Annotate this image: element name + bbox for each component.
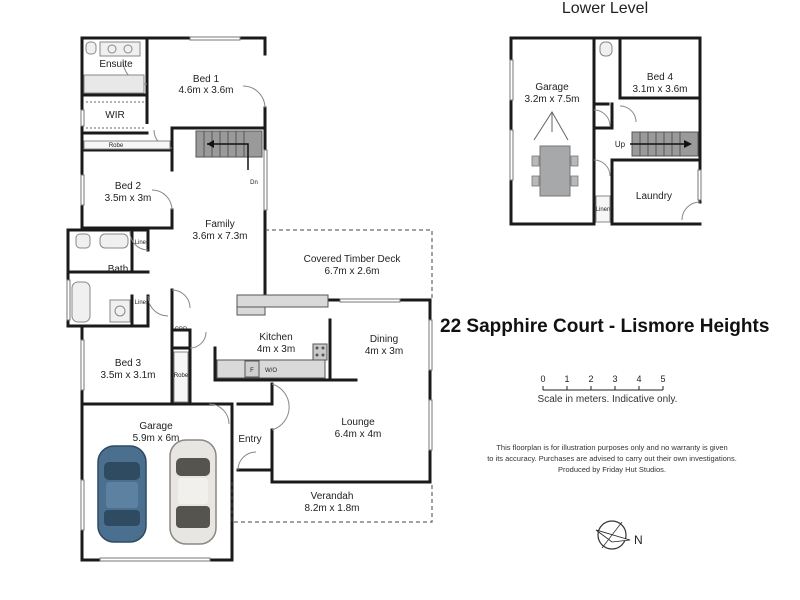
room-dims-family: 3.6m x 7.3m bbox=[192, 231, 247, 242]
scale-tick: 3 bbox=[612, 374, 617, 384]
appliance-fridge: F bbox=[250, 368, 254, 374]
car-white-icon bbox=[169, 439, 217, 545]
lower-windows bbox=[509, 59, 702, 201]
room-label-ensuite: Ensuite bbox=[99, 59, 133, 70]
room-label-kitchen: Kitchen bbox=[259, 332, 292, 343]
room-label-wir: WIR bbox=[105, 110, 124, 121]
room-label-bed2: Bed 2 bbox=[115, 181, 142, 192]
scale-bar: 0 1 2 3 4 5 bbox=[540, 374, 666, 391]
room-label-bed1: Bed 1 bbox=[193, 74, 220, 85]
property-title: 22 Sapphire Court - Lismore Heights bbox=[440, 316, 770, 337]
room-label-linen-lower: Linen bbox=[135, 300, 150, 306]
room-dims-garage: 5.9m x 6m bbox=[133, 433, 180, 444]
scale-tick: 2 bbox=[588, 374, 593, 384]
room-label-entry: Entry bbox=[238, 434, 261, 445]
bath-fixtures bbox=[71, 233, 131, 323]
wir-rails bbox=[86, 101, 144, 129]
room-label-garage: Garage bbox=[139, 421, 173, 432]
room-dims-lounge: 6.4m x 4m bbox=[335, 429, 382, 440]
room-label-bath: Bath bbox=[108, 264, 129, 275]
outdoor-areas-outline bbox=[231, 229, 433, 523]
scale-caption: Scale in meters. Indicative only. bbox=[537, 394, 678, 405]
windows bbox=[66, 36, 433, 562]
room-label-robe: Robe bbox=[109, 143, 124, 149]
lower-room-label-linen: Linen bbox=[596, 207, 611, 213]
lower-linen-shelf bbox=[595, 195, 611, 223]
room-dims-kitchen: 4m x 3m bbox=[257, 344, 295, 355]
room-label-lounge: Lounge bbox=[341, 417, 375, 428]
lower-toilet bbox=[599, 41, 613, 57]
compass-north-label: N bbox=[634, 533, 643, 547]
cooktop-burners bbox=[315, 346, 325, 357]
stairs-up bbox=[630, 131, 699, 157]
room-label-bed3: Bed 3 bbox=[115, 358, 142, 369]
stairs-up-label: Up bbox=[615, 140, 626, 149]
compass-icon bbox=[595, 520, 631, 550]
room-label-dining: Dining bbox=[370, 334, 398, 345]
robe-bed3-strip bbox=[173, 351, 189, 403]
room-label-family: Family bbox=[205, 219, 234, 230]
room-label-deck: Covered Timber Deck bbox=[304, 254, 402, 265]
disclaimer: This floorplan is for illustration purpo… bbox=[482, 442, 742, 475]
scale-tick: 5 bbox=[660, 374, 665, 384]
lower-room-label-bed4: Bed 4 bbox=[647, 72, 674, 83]
lower-room-dims-garage: 3.2m x 7.5m bbox=[524, 94, 579, 105]
lower-level-heading: Lower Level bbox=[561, 0, 649, 17]
room-dims-verandah: 8.2m x 1.8m bbox=[304, 503, 359, 514]
disclaimer-line: This floorplan is for illustration purpo… bbox=[496, 443, 728, 452]
room-dims-bed1: 4.6m x 3.6m bbox=[178, 85, 233, 96]
car-blue-icon bbox=[97, 445, 147, 543]
robe-strip bbox=[83, 140, 171, 150]
ensuite-fixtures bbox=[83, 41, 145, 94]
room-label-cbd: CBD bbox=[175, 327, 188, 333]
room-label-verandah: Verandah bbox=[311, 491, 354, 502]
stairs-down bbox=[195, 130, 263, 170]
lower-room-label-laundry: Laundry bbox=[636, 191, 672, 202]
room-label-linen-bath: Linen bbox=[135, 240, 150, 246]
room-label-robe-bed3: Robe bbox=[174, 373, 189, 379]
garage-table-icon bbox=[531, 111, 579, 197]
scale-tick: 0 bbox=[540, 374, 545, 384]
disclaimer-line: to its accuracy. Purchases are advised t… bbox=[487, 454, 737, 463]
lower-room-label-garage: Garage bbox=[535, 82, 569, 93]
lower-door-swings bbox=[593, 105, 701, 221]
scale-tick: 1 bbox=[564, 374, 569, 384]
lower-room-dims-bed4: 3.1m x 3.6m bbox=[632, 84, 687, 95]
stairs-down-label: Dn bbox=[250, 180, 258, 186]
scale-tick: 4 bbox=[636, 374, 641, 384]
room-dims-dining: 4m x 3m bbox=[365, 346, 403, 357]
main-level-walls bbox=[66, 36, 432, 562]
room-dims-bed2: 3.5m x 3m bbox=[105, 193, 152, 204]
room-label-wio: W/O bbox=[265, 368, 277, 374]
room-dims-bed3: 3.5m x 3.1m bbox=[100, 370, 155, 381]
disclaimer-line: Produced by Friday Hut Studios. bbox=[558, 465, 666, 474]
room-dims-deck: 6.7m x 2.6m bbox=[324, 266, 379, 277]
